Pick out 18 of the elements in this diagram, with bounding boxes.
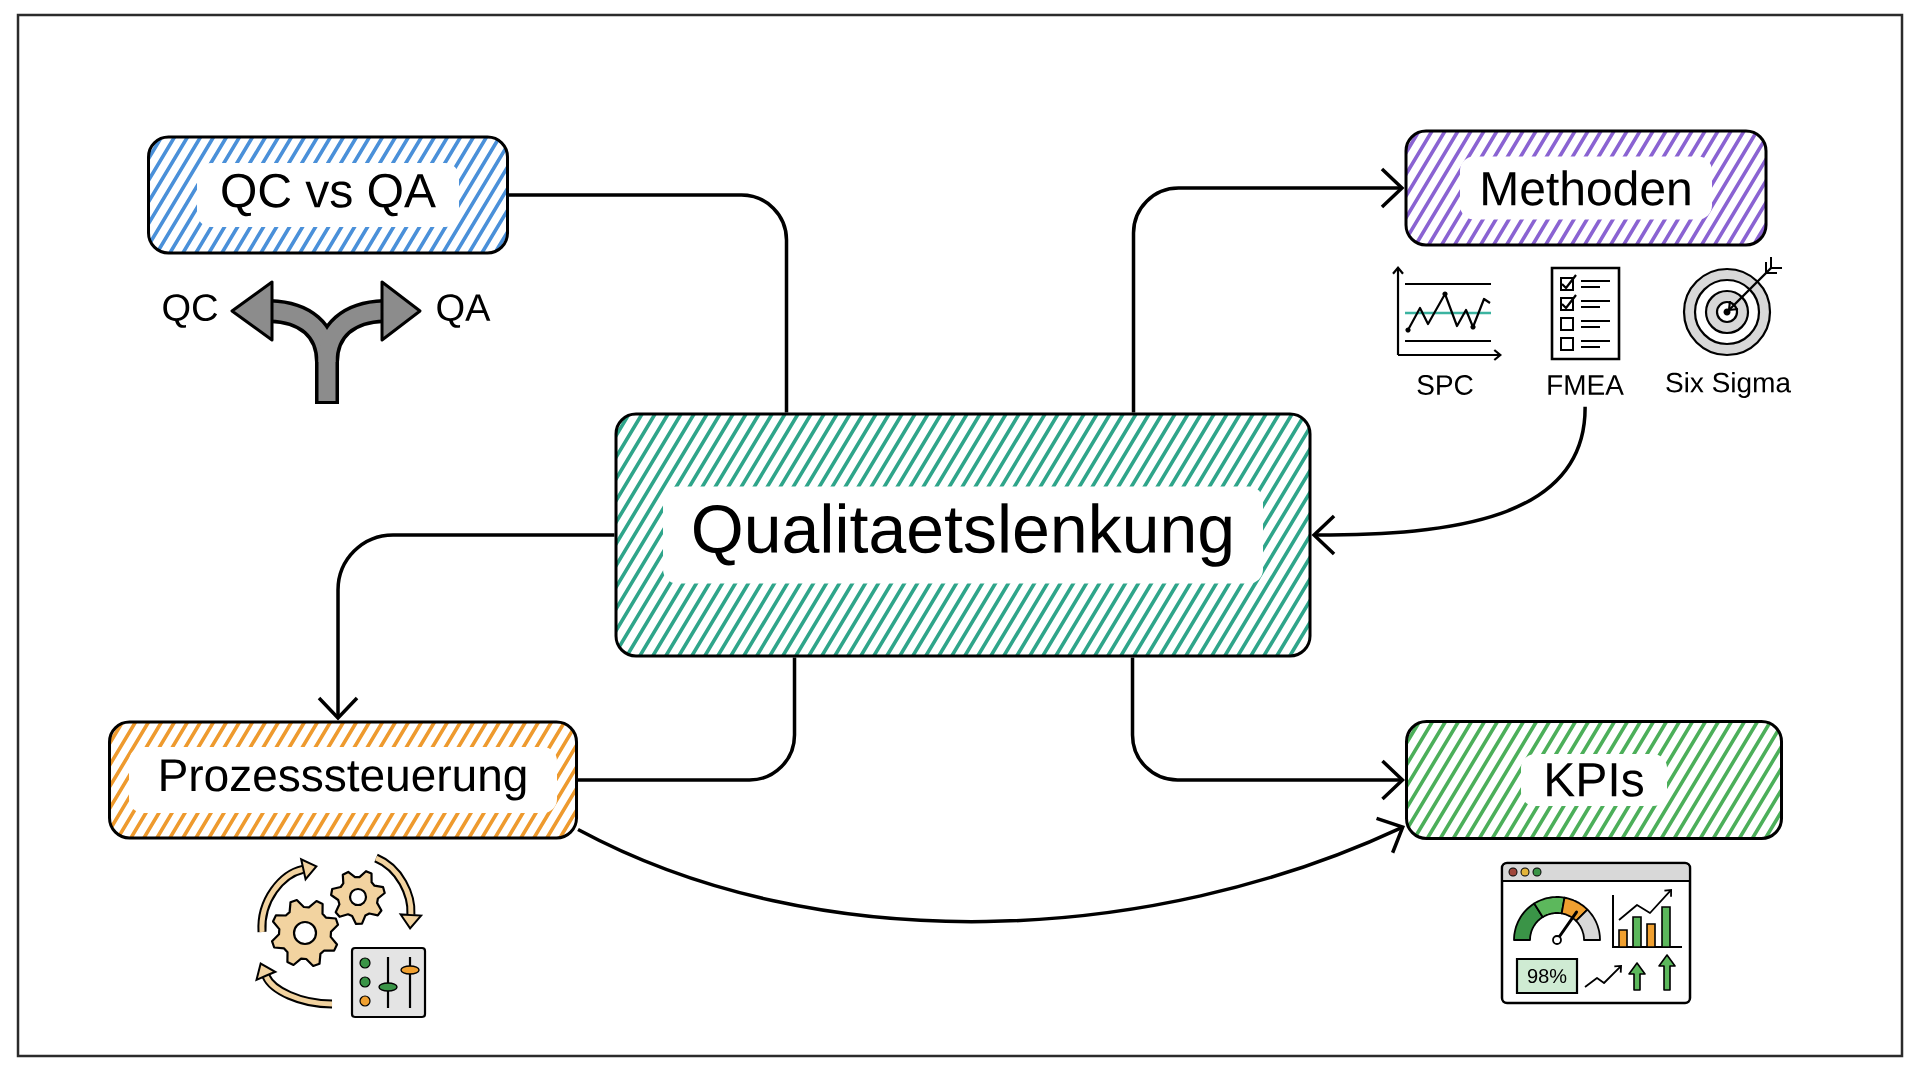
topic-box: QC vs QA [147,135,509,255]
connector-line [578,657,797,782]
topic-box: KPIs [1405,720,1783,840]
topic-box: Methoden [1404,129,1768,247]
connector-line [509,193,789,413]
arrow [1311,406,1587,556]
arrow [1131,167,1405,413]
caption: QC [163,294,218,328]
caption: Six Sigma [1666,371,1791,399]
arrow [577,816,1405,924]
topic-box: Prozesssteuerung [108,720,578,840]
central-box: Qualitaetslenkung [614,412,1312,658]
caption: FMEA [1548,375,1624,395]
caption: SPC [1417,375,1473,395]
value-badge: 98% [1515,957,1579,995]
caption: QA [437,294,491,328]
arrow [1130,657,1405,801]
arrow [317,533,615,721]
